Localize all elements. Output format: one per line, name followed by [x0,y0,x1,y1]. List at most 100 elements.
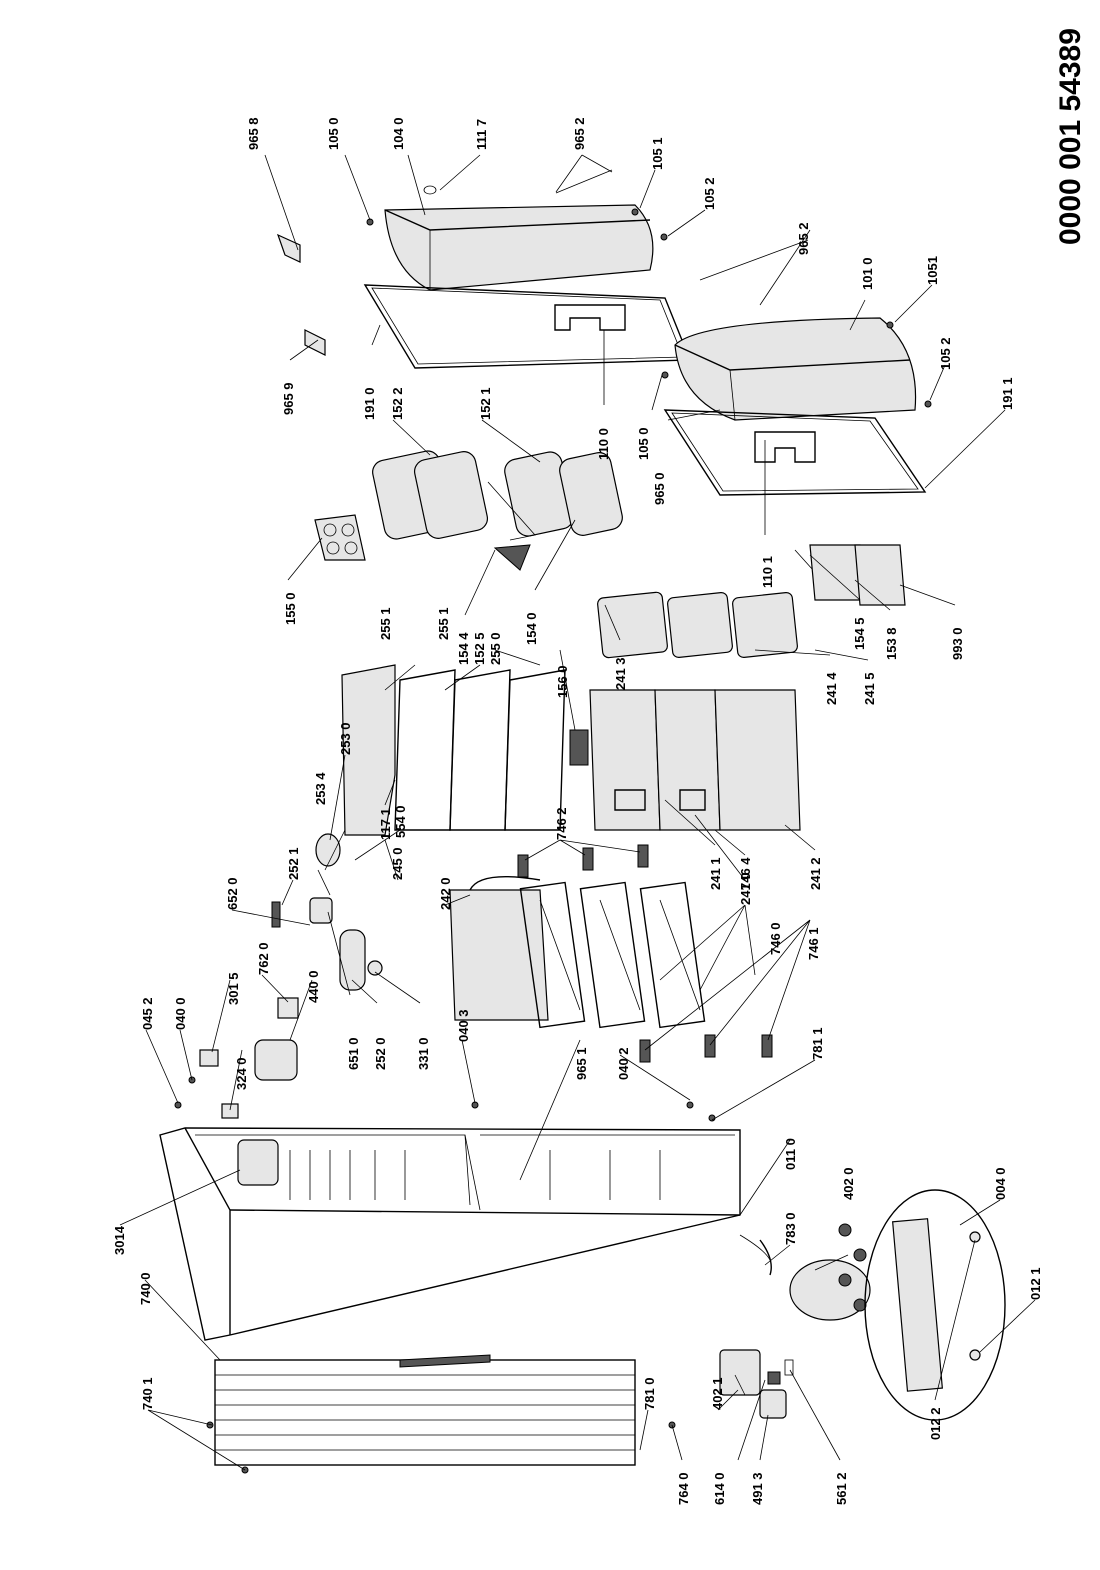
part-label: 155 0 [283,592,298,625]
part-label: 111 7 [474,119,489,150]
part-label: 241 0 [738,872,753,905]
part-label: 255 1 [378,607,393,640]
crisper-drawer [449,875,549,1021]
part-label: 331 0 [416,1037,431,1070]
part-label: 012 2 [928,1407,943,1440]
part-label: 746 1 [806,927,821,960]
part-labels: 965 8 105 0 104 0 111 7 965 2 105 1 105 … [112,117,1043,1505]
compressor-base-plate [864,1189,1006,1421]
part-label: 105 0 [326,117,341,150]
part-label: 105 2 [938,337,953,370]
part-label: 154 0 [524,612,539,645]
part-label: 301 5 [226,972,241,1005]
part-label: 746 0 [768,922,783,955]
part-label: 241 4 [824,672,839,705]
cabinet [159,1127,741,1341]
part-label: 152 1 [478,387,493,420]
part-label: 554 0 [393,805,408,838]
part-label: 993 0 [950,627,965,660]
thermostat-light-group [199,833,383,1119]
part-label: 781 1 [810,1027,825,1060]
part-label: 252 0 [373,1037,388,1070]
part-label: 781 0 [642,1377,657,1410]
part-label: 105 2 [702,177,717,210]
relay-group [719,1349,794,1419]
egg-tray [314,514,366,561]
part-label: 012 1 [1028,1267,1043,1300]
part-label: 491 3 [750,1472,765,1505]
part-label: 117 1 [378,808,393,840]
part-label: 783 0 [783,1212,798,1245]
part-label: 105 1 [650,137,665,170]
part-label: 241 3 [613,657,628,690]
part-label: 255 1 [436,607,451,640]
lower-door [674,317,917,421]
part-label: 156 0 [555,665,570,698]
part-label: 402 0 [841,1167,856,1200]
part-label: 965 2 [796,222,811,255]
glass-shelves [341,664,566,836]
part-label: 040 0 [173,997,188,1030]
shelf-supports [517,844,773,1063]
part-label: 011 0 [783,1138,798,1170]
part-label: 324 0 [234,1057,249,1090]
part-label: 101 0 [860,257,875,290]
part-label: 746 2 [554,807,569,840]
part-label: 191 0 [362,387,377,420]
part-label: 402 1 [710,1377,725,1410]
part-label: 740 0 [138,1272,153,1305]
part-label: 154 5 [852,617,867,650]
part-label: 764 0 [676,1472,691,1505]
part-label: 110 0 [596,428,611,460]
part-label: 040 3 [456,1009,471,1042]
part-label: 652 0 [225,877,240,910]
part-label: 105 0 [636,427,651,460]
part-label: 152 2 [390,387,405,420]
part-label: 965 2 [572,117,587,150]
part-label: 252 1 [286,847,301,880]
part-label: 3014 [112,1225,127,1255]
part-label: 651 0 [346,1037,361,1070]
upper-door-gasket [363,284,692,369]
screws [174,208,932,1474]
part-label: 104 0 [391,117,406,150]
part-label: 241 1 [708,857,723,890]
evaporator-grids [519,881,706,1029]
part-label: 153 8 [884,627,899,660]
part-label: 253 0 [338,722,353,755]
part-label: 110 1 [760,556,775,588]
part-label: 762 0 [256,942,271,975]
door-balconies [372,450,623,571]
part-label: 965 9 [281,382,296,415]
part-label: 746 4 [738,857,753,890]
part-label: 561 2 [834,1472,849,1505]
compressor [759,1223,871,1321]
lower-door-gasket [663,409,927,496]
part-label: 152 5 [472,632,487,665]
part-label: 241 2 [808,857,823,890]
part-label: 740 1 [140,1377,155,1410]
leader-lines [119,154,1036,1471]
part-label: 045 2 [140,997,155,1030]
document-number: 0000 001 54389 [1054,28,1087,245]
part-label: 965 1 [574,1047,589,1080]
part-label: 004 0 [993,1167,1008,1200]
part-label: 440 0 [306,970,321,1003]
part-label: 614 0 [712,1472,727,1505]
part-label: 1051 [925,256,940,285]
freezer-drawer-fronts [597,544,906,659]
part-label: 242 0 [438,877,453,910]
part-label: 965 0 [652,472,667,505]
part-label: 253 4 [313,772,328,805]
part-label: 241 5 [862,672,877,705]
upper-door [384,204,654,291]
part-label: 040 2 [616,1047,631,1080]
condenser [214,1354,636,1466]
freezer-drawers [569,689,801,831]
part-label: 191 1 [1000,377,1015,410]
part-label: 965 8 [246,117,261,150]
part-label: 255 0 [488,632,503,665]
part-label: 245 0 [390,847,405,880]
part-label: 154 4 [456,632,471,665]
